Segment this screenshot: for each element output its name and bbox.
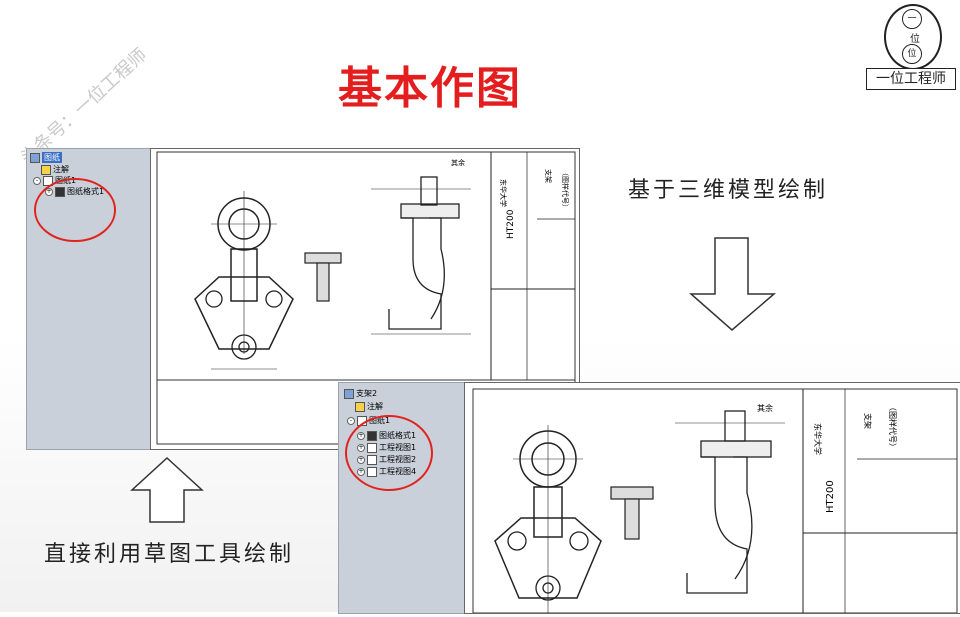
roughness-note: 其余 — [757, 403, 773, 413]
up-arrow-icon — [130, 456, 204, 523]
tree-item-sheet-format[interactable]: + 图纸格式1 — [45, 186, 104, 197]
tree-root-label: 图纸 — [42, 152, 62, 163]
expand-icon[interactable]: + — [357, 443, 365, 452]
tree-root-right[interactable]: 支架2 — [344, 388, 377, 399]
tree-item-sheet1[interactable]: - 图纸1 — [347, 415, 390, 426]
roughness-note: 其余 — [451, 158, 465, 167]
logo-top-char: 一 — [902, 9, 922, 29]
drawing-view-icon — [367, 454, 377, 465]
tree-item-view4[interactable]: + 工程视图4 — [357, 466, 416, 477]
tree-item-label: 工程视图2 — [379, 455, 417, 464]
caption-3d-model: 基于三维模型绘制 — [628, 178, 829, 203]
tree-item-view2[interactable]: + 工程视图2 — [357, 454, 416, 465]
tree-item-sheet-format[interactable]: + 图纸格式1 — [357, 430, 416, 441]
tree-root-icon — [344, 388, 354, 399]
tree-item-label: 工程视图1 — [379, 443, 417, 452]
highlight-circle — [34, 178, 116, 242]
logo-mid-char: 位 — [910, 34, 920, 45]
sheet-format-icon — [55, 186, 65, 197]
tree-item-label: 图纸格式1 — [379, 431, 417, 440]
tree-root-icon — [30, 152, 40, 163]
title-block-part: 支架 — [863, 413, 873, 429]
expand-icon[interactable]: + — [45, 187, 53, 196]
page-title: 基本作图 — [338, 63, 522, 114]
title-block-material: HT200 — [506, 209, 516, 239]
sheet-format-icon — [367, 430, 377, 441]
expand-icon[interactable]: + — [357, 455, 365, 464]
drawing-sheet-right: 东华大学 HT200 支架 （图样代号） 其余 — [464, 382, 960, 614]
tree-root-label: 支架2 — [356, 389, 378, 398]
logo-label: 一位工程师 — [866, 68, 956, 90]
logo-circle: 一 位 位 — [884, 4, 942, 70]
title-block-part: 支架 — [544, 169, 553, 183]
expand-icon[interactable]: + — [357, 431, 365, 440]
title-block-code: （图样代号） — [561, 169, 570, 211]
feature-tree-left: 图纸 注解 - 图纸1 + 图纸格式1 — [26, 148, 152, 450]
title-block-school: 东华大学 — [499, 179, 508, 207]
logo-bottom-char: 位 — [902, 44, 922, 64]
feature-tree-right: 支架2 注解 - 图纸1 + 图纸格式1 + 工程视图1 + 工程视图2 + 工… — [338, 382, 466, 614]
tree-item-label: 图纸1 — [369, 416, 391, 425]
drawing-view-icon — [367, 442, 377, 453]
caption-sketch-tools: 直接利用草图工具绘制 — [44, 542, 295, 567]
highlight-circle — [345, 415, 433, 491]
annotation-icon — [355, 401, 365, 412]
tree-root-left[interactable]: 图纸 — [30, 152, 62, 163]
down-arrow-icon — [689, 237, 777, 331]
drawing-right-svg: 东华大学 HT200 支架 （图样代号） 其余 — [472, 388, 958, 614]
title-block-school: 东华大学 — [813, 423, 823, 455]
tree-item-annotation[interactable]: 注解 — [355, 401, 383, 412]
collapse-icon[interactable]: - — [347, 416, 355, 425]
tree-item-view1[interactable]: + 工程视图1 — [357, 442, 416, 453]
annotation-icon — [41, 164, 51, 175]
expand-icon[interactable]: + — [357, 467, 365, 476]
tree-item-label: 图纸格式1 — [67, 187, 105, 196]
tree-item-label: 工程视图4 — [379, 467, 417, 476]
tree-item-label: 注解 — [53, 165, 69, 174]
logo: 一 位 位 一位工程师 — [866, 2, 956, 90]
title-block-material: HT200 — [825, 480, 836, 513]
title-block-code: （图样代号） — [888, 403, 898, 451]
drawing-view-icon — [367, 466, 377, 477]
collapse-icon[interactable]: - — [33, 176, 41, 185]
sheet-icon — [43, 175, 53, 186]
tree-item-label: 注解 — [367, 402, 383, 411]
tree-item-annotation[interactable]: 注解 — [41, 164, 69, 175]
